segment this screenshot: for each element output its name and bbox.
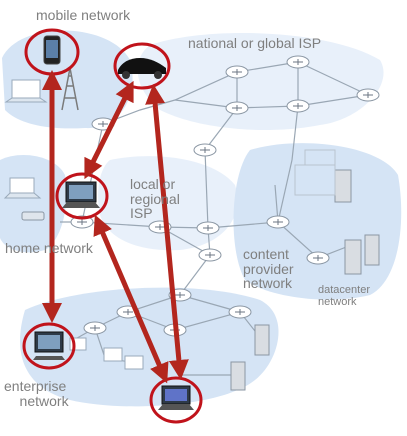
- home-enterprise-laptop-arrow: [93, 214, 169, 384]
- communication-arrows: [42, 70, 189, 384]
- server-icon: [334, 169, 380, 275]
- enterprise-desktop-endpoint: [22, 322, 76, 370]
- enterprise-network-label: enterprise network: [4, 378, 69, 409]
- datacenter-building-icon: [294, 149, 336, 196]
- national-isp-region: [137, 33, 384, 130]
- router-icon: [266, 215, 290, 229]
- car-laptop-arrow: [84, 80, 134, 180]
- router-icon: [196, 221, 220, 235]
- router-icon: [225, 101, 249, 115]
- router-icon: [83, 321, 107, 335]
- home-laptop-endpoint: [55, 172, 109, 220]
- router-icon: [306, 251, 330, 265]
- datacenter-network-label: datacenter network: [318, 284, 370, 308]
- wifi-access-point-icon: [21, 211, 45, 221]
- car-endpoint: [113, 42, 171, 90]
- laptop-icon: [3, 177, 42, 199]
- smartphone-endpoint: [24, 28, 80, 76]
- router-icon: [286, 99, 310, 113]
- server-icon: [230, 324, 270, 391]
- local-regional-isp-label: local or regional ISP: [130, 176, 180, 222]
- national-global-isp-label: national or global ISP: [188, 35, 322, 51]
- home-network-label: home network: [5, 240, 93, 256]
- home-network-region: [0, 155, 67, 253]
- router-icon: [198, 248, 222, 262]
- highlighted-endpoints: [22, 28, 203, 424]
- car-icon: [118, 58, 166, 74]
- router-icon: [228, 305, 252, 319]
- router-icon: [286, 55, 310, 69]
- router-icon: [193, 143, 217, 157]
- router-icon: [225, 65, 249, 79]
- router-icon: [356, 88, 380, 102]
- content-provider-network-label: content provider network: [243, 246, 294, 292]
- mobile-network-label: mobile network: [36, 7, 131, 23]
- devices: [3, 67, 380, 391]
- laptop-icon: [4, 79, 48, 103]
